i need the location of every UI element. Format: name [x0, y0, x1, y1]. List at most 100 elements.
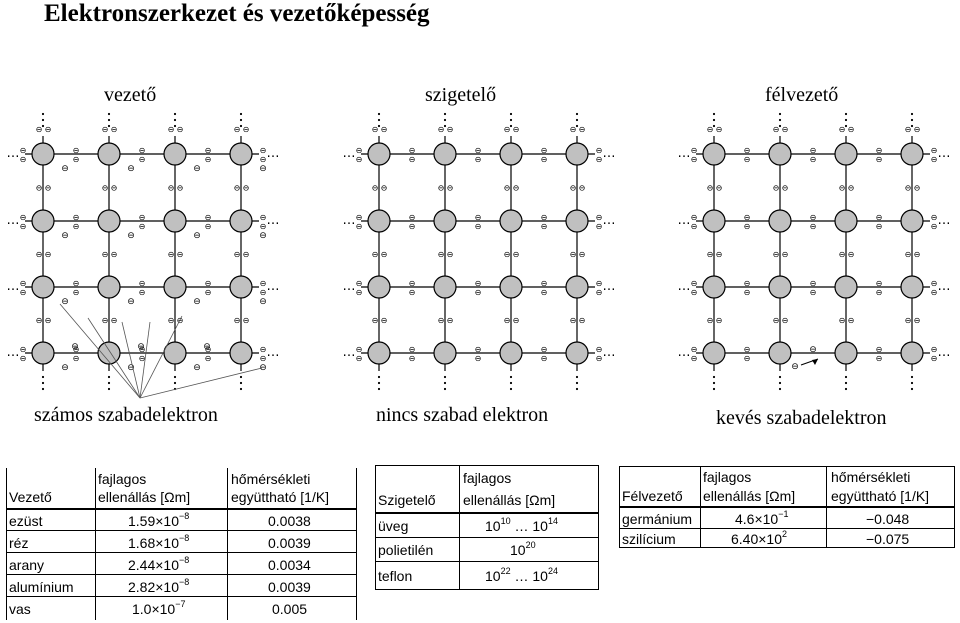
- electron-icon: ⊖: [782, 125, 789, 134]
- electron-icon: ⊖: [205, 146, 212, 155]
- row-resistivity: 1020: [510, 540, 536, 559]
- continuation-dot: [712, 112, 716, 116]
- continuation-dot: [575, 387, 579, 391]
- electron-icon: ⊖: [876, 354, 883, 363]
- electron-icon: ⊖: [716, 250, 723, 259]
- electron-icon: ⊖: [205, 354, 212, 363]
- table-border: [375, 465, 599, 466]
- electron-icon: ⊖: [260, 222, 267, 231]
- electron-icon: ⊖: [570, 125, 577, 134]
- electron-icon: ⊖: [773, 184, 780, 193]
- electron-icon: ⊖: [20, 146, 27, 155]
- electron-icon: ⊖: [20, 354, 27, 363]
- electron-icon: ⊖: [139, 354, 146, 363]
- continuation-dot: [173, 118, 177, 122]
- continuation-dots: …: [343, 146, 356, 161]
- electron-icon: ⊖: [596, 146, 603, 155]
- table-border: [619, 528, 955, 529]
- atom-icon: [31, 142, 55, 166]
- free-electron-icon: ⊖: [791, 362, 799, 372]
- electron-icon: ⊖: [234, 316, 241, 325]
- continuation-dot: [173, 375, 177, 379]
- electron-icon: ⊖: [139, 155, 146, 164]
- table-border: [6, 530, 357, 531]
- atom-icon: [229, 142, 253, 166]
- row-coef: −0.048: [866, 511, 910, 527]
- atom-icon: [900, 142, 924, 166]
- continuation-dot: [443, 118, 447, 122]
- row-name: alumínium: [9, 579, 74, 595]
- electron-icon: ⊖: [707, 316, 714, 325]
- electron-icon: ⊖: [570, 184, 577, 193]
- electron-icon: ⊖: [260, 288, 267, 297]
- continuation-dot: [443, 381, 447, 385]
- table-border: [227, 468, 228, 620]
- continuation-dot: [443, 112, 447, 116]
- continuation-dot: [844, 124, 848, 128]
- atom-icon: [163, 341, 187, 365]
- electron-icon: ⊖: [36, 316, 43, 325]
- electron-icon: ⊖: [716, 125, 723, 134]
- electron-icon: ⊖: [372, 316, 379, 325]
- electron-icon: ⊖: [810, 146, 817, 155]
- continuation-dot: [377, 124, 381, 128]
- continuation-dots: …: [7, 279, 20, 294]
- electron-icon: ⊖: [810, 222, 817, 231]
- continuation-dot: [443, 387, 447, 391]
- electron-icon: ⊖: [876, 222, 883, 231]
- electron-icon: ⊖: [541, 345, 548, 354]
- free-electron-icon: ⊖: [61, 363, 69, 373]
- electron-icon: ⊖: [579, 125, 586, 134]
- electron-icon: ⊖: [139, 345, 146, 354]
- electron-icon: ⊖: [36, 250, 43, 259]
- atom-icon: [834, 275, 858, 299]
- electron-icon: ⊖: [139, 222, 146, 231]
- electron-icon: ⊖: [931, 213, 938, 222]
- row-name: teflon: [378, 568, 413, 584]
- electron-icon: ⊖: [541, 213, 548, 222]
- electron-icon: ⊖: [541, 222, 548, 231]
- electron-icon: ⊖: [45, 316, 52, 325]
- header-temp-coef: hőmérsékleti: [831, 469, 911, 485]
- atom-icon: [163, 209, 187, 233]
- electron-icon: ⊖: [356, 288, 363, 297]
- free-electron-icon: ⊖: [71, 342, 79, 352]
- electron-icon: ⊖: [541, 279, 548, 288]
- electron-icon: ⊖: [876, 288, 883, 297]
- electron-icon: ⊖: [102, 250, 109, 259]
- atom-icon: [900, 275, 924, 299]
- conductor-lattice: ……………………⊖⊖⊖⊖⊖⊖⊖⊖⊖⊖⊖⊖⊖⊖⊖⊖⊖⊖⊖⊖⊖⊖⊖⊖⊖⊖⊖⊖⊖⊖⊖⊖…: [7, 112, 280, 391]
- atom-icon: [97, 142, 121, 166]
- electron-icon: ⊖: [73, 288, 80, 297]
- atom-icon: [768, 142, 792, 166]
- electron-icon: ⊖: [45, 184, 52, 193]
- continuation-dots: …: [678, 345, 691, 360]
- continuation-dot: [377, 118, 381, 122]
- continuation-dots: …: [267, 279, 280, 294]
- electron-icon: ⊖: [20, 345, 27, 354]
- continuation-dot: [239, 387, 243, 391]
- pointer-line: [139, 321, 151, 399]
- free-electron-icon: ⊖: [259, 164, 267, 174]
- electron-icon: ⊖: [381, 125, 388, 134]
- electron-icon: ⊖: [205, 155, 212, 164]
- table-border: [375, 561, 599, 562]
- electron-icon: ⊖: [447, 316, 454, 325]
- row-name: réz: [9, 535, 29, 551]
- electron-icon: ⊖: [773, 125, 780, 134]
- continuation-dot: [712, 375, 716, 379]
- electron-icon: ⊖: [45, 250, 52, 259]
- continuation-dot: [173, 112, 177, 116]
- continuation-dot: [41, 118, 45, 122]
- continuation-dots: …: [7, 146, 20, 161]
- continuation-dot: [509, 381, 513, 385]
- atom-icon: [900, 341, 924, 365]
- row-name: vas: [9, 601, 31, 617]
- electron-icon: ⊖: [139, 288, 146, 297]
- electron-icon: ⊖: [810, 279, 817, 288]
- free-electron-icon: ⊖: [127, 231, 135, 241]
- free-electron-icon: ⊖: [137, 342, 145, 352]
- electron-icon: ⊖: [438, 316, 445, 325]
- atom-icon: [499, 275, 523, 299]
- continuation-dot: [107, 387, 111, 391]
